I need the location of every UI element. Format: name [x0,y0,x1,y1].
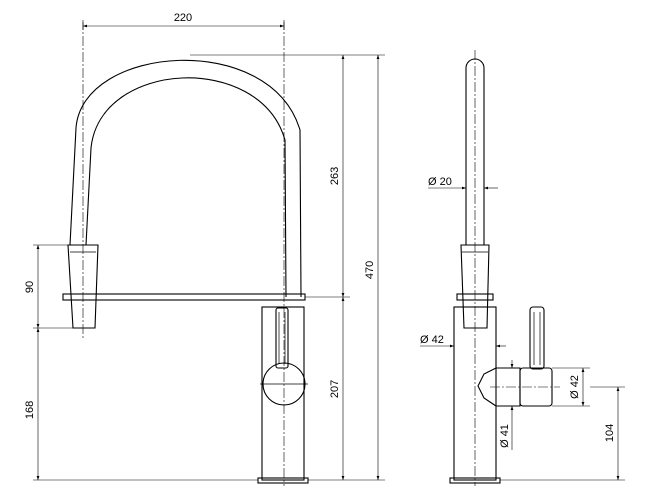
side-connector-cone [477,367,497,407]
side-dimensions: Ø 20 Ø 42 Ø 42 Ø 41 104 [420,176,625,481]
front-dimensions: 220 263 207 470 90 168 [24,12,385,481]
dim-dia42-handle-label: Ø 42 [569,375,581,399]
side-lever-handle [529,306,545,370]
side-view [449,50,560,486]
dim-220-label: 220 [174,12,192,24]
dim-dia42-body-label: Ø 42 [420,334,444,346]
lever-handle [275,307,289,369]
dim-263-label: 263 [329,167,341,185]
mounting-bar [62,293,306,301]
dim-470-label: 470 [364,261,376,279]
base-plate [257,477,309,484]
dim-90-label: 90 [24,281,36,293]
spout-outer-contour [69,59,302,298]
dim-dia41-label: Ø 41 [499,424,511,448]
front-view [62,20,309,486]
faucet-body [261,306,305,481]
dim-207-label: 207 [329,380,341,398]
dim-104-label: 104 [604,424,616,442]
dim-168-label: 168 [24,401,36,419]
dim-dia20-label: Ø 20 [428,176,452,188]
spout-inner-contour [85,77,287,298]
